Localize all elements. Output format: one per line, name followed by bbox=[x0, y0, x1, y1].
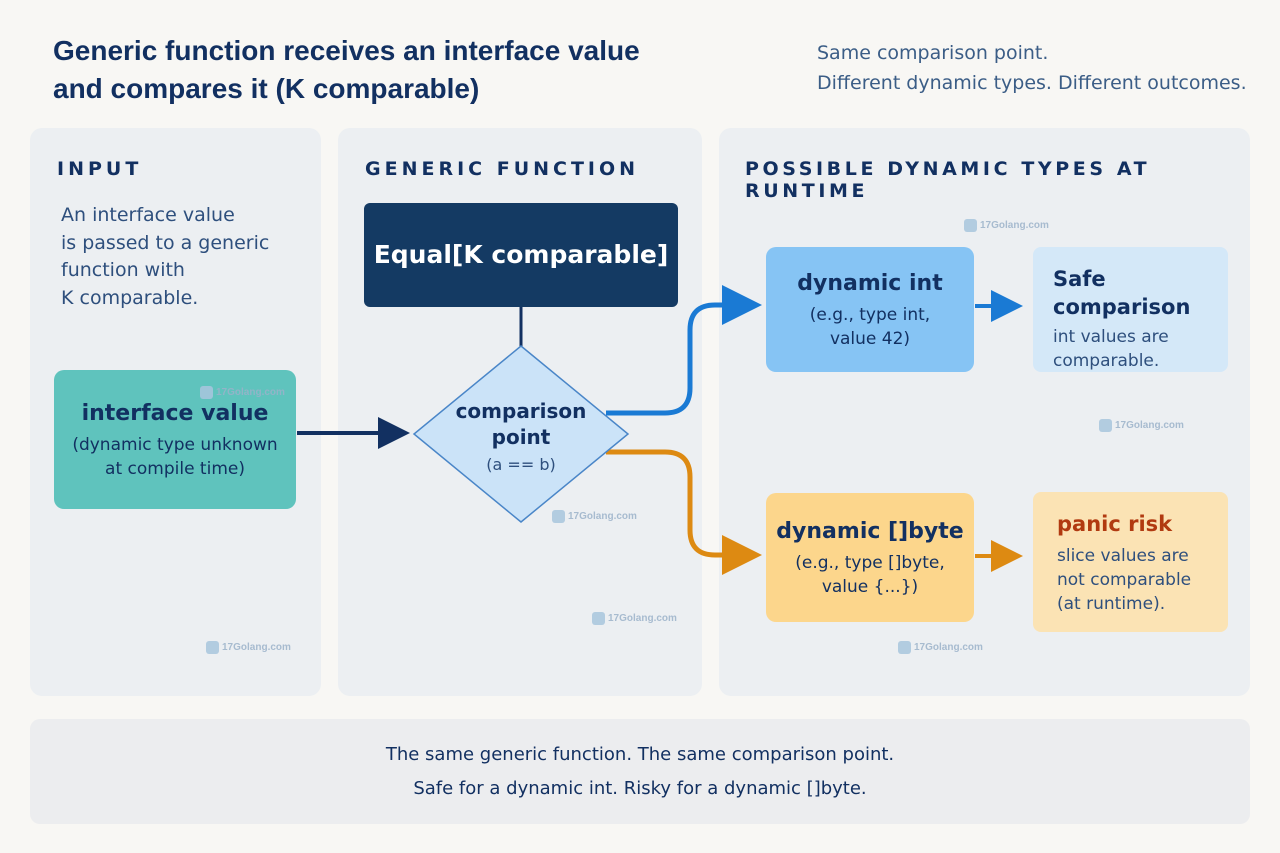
interface-value-line-1: (dynamic type unknown bbox=[72, 434, 278, 455]
watermark-text: 17Golang.com bbox=[216, 387, 285, 398]
panic-risk-line-2: not comparable bbox=[1057, 570, 1192, 590]
watermark-text: 17Golang.com bbox=[608, 613, 677, 624]
watermark-logo-icon bbox=[206, 641, 219, 654]
dynamic-int-line-1: (e.g., type int, bbox=[809, 304, 931, 325]
watermark: 17Golang.com bbox=[552, 510, 637, 523]
footer-line-2: Safe for a dynamic int. Risky for a dyna… bbox=[413, 777, 867, 799]
dynamic-int-node: dynamic int (e.g., type int, value 42) bbox=[766, 247, 974, 372]
watermark-text: 17Golang.com bbox=[222, 642, 291, 653]
interface-value-line-2: at compile time) bbox=[105, 458, 245, 479]
watermark-logo-icon bbox=[552, 510, 565, 523]
dynamic-bytes-node: dynamic []byte (e.g., type []byte, value… bbox=[766, 493, 974, 622]
interface-value-node: interface value (dynamic type unknown at… bbox=[54, 370, 296, 509]
safe-comparison-line-2: comparable. bbox=[1053, 351, 1160, 371]
dynamic-int-title: dynamic int bbox=[797, 270, 943, 296]
watermark: 17Golang.com bbox=[964, 219, 1049, 232]
subtitle-line-1: Same comparison point. bbox=[817, 42, 1049, 64]
dynamic-bytes-title: dynamic []byte bbox=[776, 518, 964, 544]
safe-comparison-node: Safe comparison int values are comparabl… bbox=[1033, 247, 1228, 372]
watermark-logo-icon bbox=[898, 641, 911, 654]
bytes-branch-arrow bbox=[606, 449, 762, 575]
watermark-logo-icon bbox=[964, 219, 977, 232]
watermark-logo-icon bbox=[1099, 419, 1112, 432]
panic-risk-node: panic risk slice values are not comparab… bbox=[1033, 492, 1228, 632]
watermark-text: 17Golang.com bbox=[1115, 420, 1184, 431]
input-heading: INPUT bbox=[57, 158, 143, 180]
watermark: 17Golang.com bbox=[200, 386, 285, 399]
input-description: An interface value is passed to a generi… bbox=[61, 202, 291, 312]
watermark-logo-icon bbox=[200, 386, 213, 399]
watermark: 17Golang.com bbox=[898, 641, 983, 654]
dynamic-int-line-2: value 42) bbox=[829, 328, 911, 349]
watermark: 17Golang.com bbox=[592, 612, 677, 625]
generic-function-heading: GENERIC FUNCTION bbox=[365, 158, 640, 180]
watermark: 17Golang.com bbox=[1099, 419, 1184, 432]
safe-comparison-line-1: int values are bbox=[1053, 327, 1169, 347]
input-desc-line-4: K comparable. bbox=[61, 286, 199, 309]
panic-risk-line-1: slice values are bbox=[1057, 546, 1189, 566]
footer-line-1: The same generic function. The same comp… bbox=[385, 743, 895, 765]
comparison-point-title-2: point bbox=[491, 425, 551, 449]
watermark-text: 17Golang.com bbox=[980, 220, 1049, 231]
dynamic-bytes-line-1: (e.g., type []byte, bbox=[795, 552, 945, 573]
subtitle-line-2: Different dynamic types. Different outco… bbox=[817, 72, 1247, 94]
input-desc-line-3: function with bbox=[61, 259, 185, 281]
comparison-point-label: comparison point (a == b) bbox=[441, 398, 601, 480]
footer-note: The same generic function. The same comp… bbox=[30, 719, 1250, 824]
equal-function-title: Equal[K comparable] bbox=[373, 240, 669, 269]
watermark-text: 17Golang.com bbox=[568, 511, 637, 522]
page-subtitle: Same comparison point. Different dynamic… bbox=[817, 38, 1257, 98]
int-branch-arrow bbox=[606, 285, 762, 416]
comparison-point-expr: (a == b) bbox=[486, 455, 556, 474]
watermark-text: 17Golang.com bbox=[914, 642, 983, 653]
title-line-2: and compares it (K comparable) bbox=[53, 73, 480, 104]
comparison-point-title-1: comparison bbox=[455, 399, 587, 423]
panic-risk-title: panic risk bbox=[1057, 512, 1173, 536]
input-desc-line-2: is passed to a generic bbox=[61, 231, 270, 254]
interface-value-title: interface value bbox=[81, 400, 269, 426]
page-title: Generic function receives an interface v… bbox=[53, 32, 693, 108]
watermark: 17Golang.com bbox=[206, 641, 291, 654]
title-line-1: Generic function receives an interface v… bbox=[53, 35, 640, 66]
runtime-types-heading: POSSIBLE DYNAMIC TYPES AT RUNTIME bbox=[745, 158, 1151, 202]
panic-risk-line-3: (at runtime). bbox=[1057, 594, 1166, 614]
dynamic-bytes-line-2: value {...}) bbox=[821, 576, 919, 597]
watermark-logo-icon bbox=[592, 612, 605, 625]
equal-function-node: Equal[K comparable] bbox=[364, 203, 678, 307]
safe-comparison-title: Safe comparison bbox=[1053, 267, 1191, 319]
input-desc-line-1: An interface value bbox=[61, 204, 235, 226]
comparison-diamond bbox=[412, 345, 630, 523]
